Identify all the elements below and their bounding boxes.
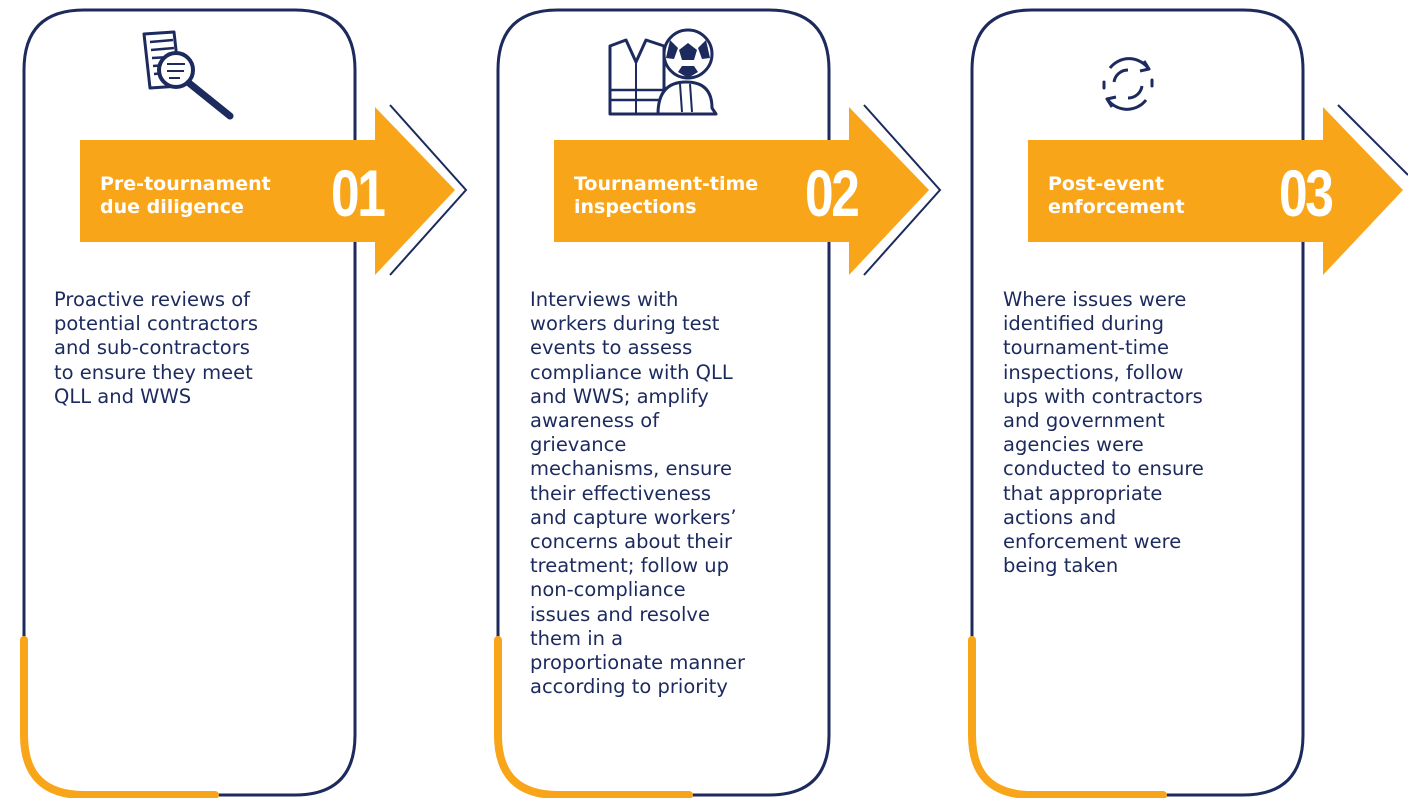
description-line: treatment; follow up <box>530 554 730 578</box>
worker-vest-football-helmet-icon <box>608 28 718 116</box>
description-line: QLL and WWS <box>54 384 192 408</box>
description-line: inspections, follow <box>1003 360 1184 384</box>
step-frame-2 <box>494 8 942 798</box>
step-label-line: inspections <box>574 196 697 218</box>
description-line: Interviews with <box>530 288 679 311</box>
description-line: issues and resolve <box>530 602 710 626</box>
description-line: potential contractors <box>54 312 259 336</box>
step-label-line: due diligence <box>100 196 244 218</box>
description-line: Proactive reviews of <box>54 288 251 311</box>
description-line: mechanisms, ensure <box>530 457 732 481</box>
description-line: Where issues were <box>1003 288 1187 311</box>
description-line: tournament-time <box>1003 336 1170 360</box>
description-line: ups with contractors <box>1003 384 1203 408</box>
description-line: them in a <box>530 626 624 650</box>
description-line: non-compliance <box>530 578 686 602</box>
arrow-banner-1 <box>80 107 455 275</box>
description-line: enforcement were <box>1003 530 1182 554</box>
description-line: being taken <box>1003 554 1119 578</box>
step-label-2: Tournament-time inspections <box>574 173 758 219</box>
step-label-1: Pre-tournament due diligence <box>100 173 271 219</box>
description-line: and WWS; amplify <box>530 384 709 408</box>
description-line: awareness of <box>530 409 660 433</box>
step-label-line: Pre-tournament <box>100 173 271 195</box>
description-line: grievance <box>530 433 627 457</box>
step-card-2: Tournament-time inspections 02 Interview… <box>474 0 954 798</box>
description-line: concerns about their <box>530 530 733 554</box>
cycle-arrows-icon <box>1102 57 1154 111</box>
description-line: their effectiveness <box>530 481 712 505</box>
description-line: proportionate manner <box>530 651 746 675</box>
description-line: to ensure they meet <box>54 360 253 384</box>
step-frame-3 <box>968 8 1408 798</box>
description-line: according to priority <box>530 675 728 699</box>
arrow-banner-2 <box>554 107 929 275</box>
description-line: identified during <box>1003 312 1164 336</box>
description-line: and sub-contractors <box>54 336 250 360</box>
description-line: workers during test <box>530 312 720 336</box>
step-label-3: Post-event enforcement <box>1048 173 1185 219</box>
description-line: and capture workers’ <box>530 505 737 529</box>
document-search-icon <box>142 30 234 120</box>
step-description-2: Interviews with workers during test even… <box>530 288 745 699</box>
description-line: events to assess <box>530 336 693 360</box>
description-line: compliance with QLL <box>530 360 733 384</box>
step-label-line: Tournament-time <box>574 173 759 195</box>
description-line: actions and <box>1003 505 1117 529</box>
step-number-3: 03 <box>1279 156 1334 230</box>
step-number-2: 02 <box>805 156 860 230</box>
step-card-1: Pre-tournament due diligence 01 Proactiv… <box>0 0 480 798</box>
step-label-line: enforcement <box>1048 196 1185 218</box>
arrow-banner-3 <box>1028 107 1403 275</box>
description-line: and government <box>1003 409 1165 433</box>
step-description-1: Proactive reviews of potential contracto… <box>54 288 258 409</box>
description-line: that appropriate <box>1003 481 1163 505</box>
description-line: conducted to ensure <box>1003 457 1204 481</box>
step-number-1: 01 <box>331 156 386 230</box>
step-description-3: Where issues were identified during tour… <box>1003 288 1204 578</box>
step-label-line: Post-event <box>1048 173 1165 195</box>
description-line: agencies were <box>1003 433 1144 457</box>
step-card-3: Post-event enforcement 03 Where issues w… <box>948 0 1408 798</box>
step-frame-1 <box>20 8 468 798</box>
